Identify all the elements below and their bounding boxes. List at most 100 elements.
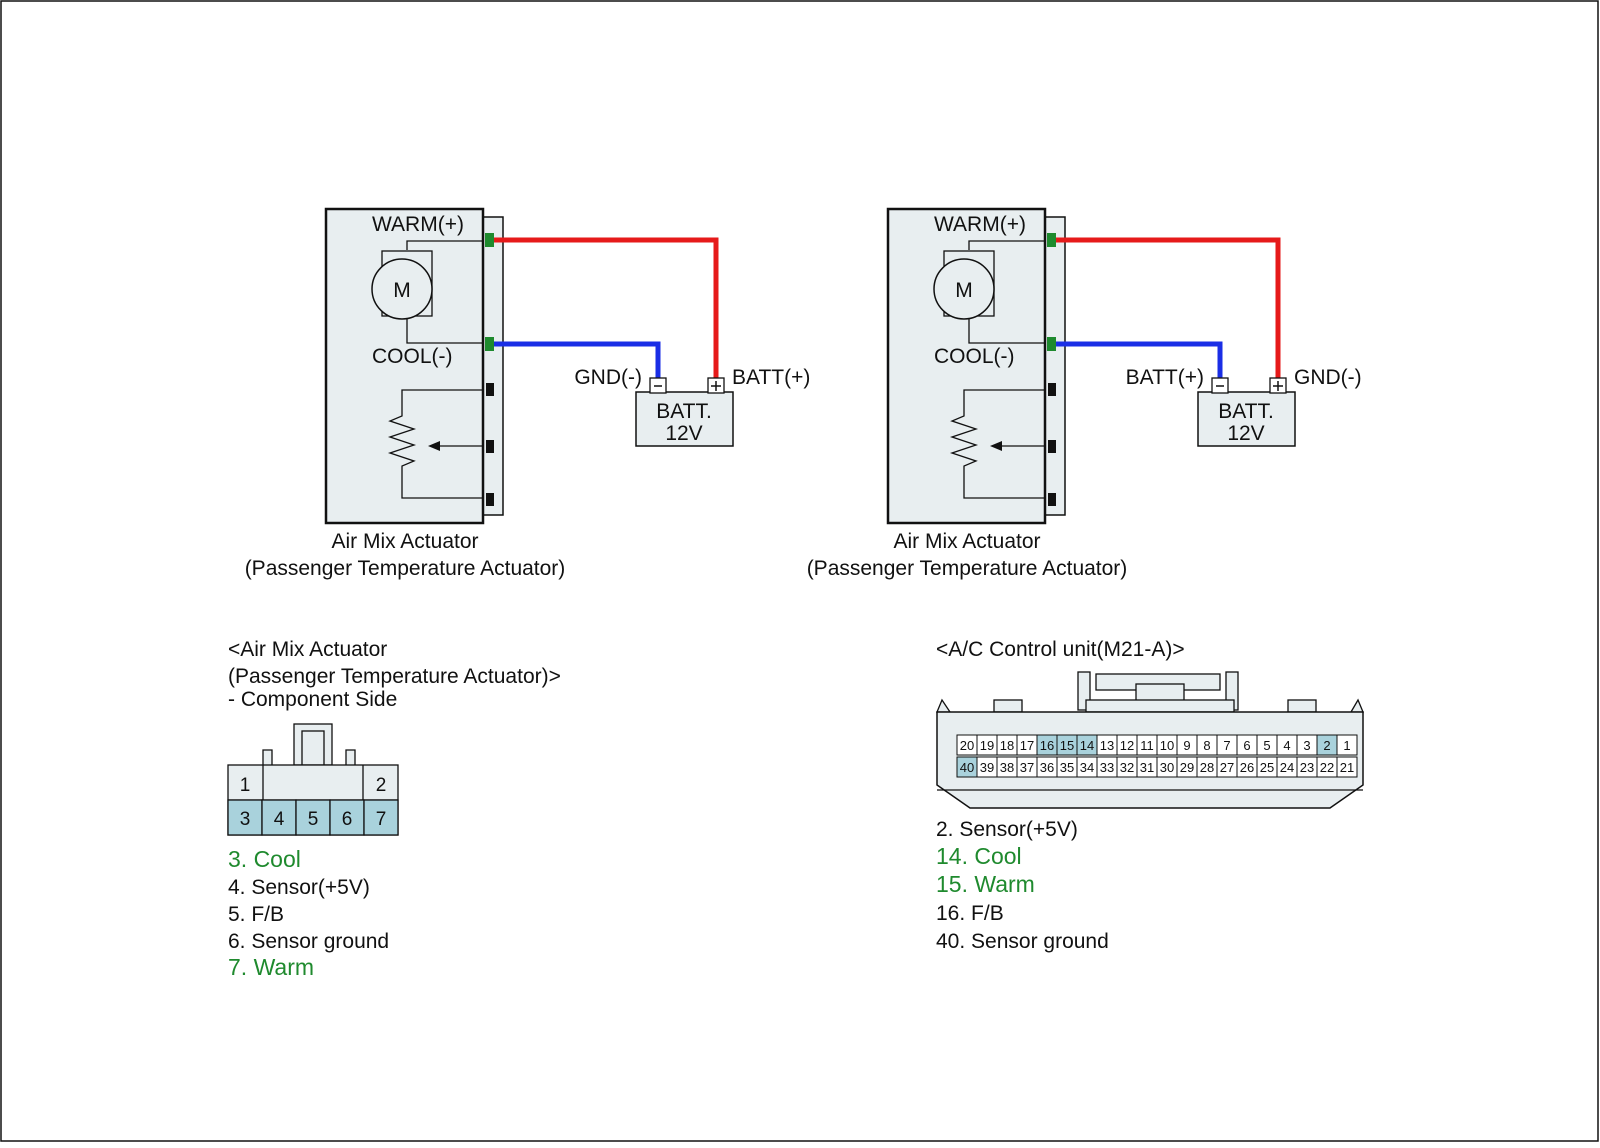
actuator-connector-section: <Air Mix Actuator (Passenger Temperature… [227, 638, 561, 980]
battery [1197, 391, 1296, 447]
control-unit-title: <A/C Control unit(M21-A)> [936, 638, 1185, 661]
pin-23: 23 [1300, 760, 1314, 775]
pin-32: 32 [1120, 760, 1134, 775]
pin-22: 22 [1320, 760, 1334, 775]
pos-terminal-label: BATT(+) [732, 366, 810, 389]
connector-tab-right [345, 749, 356, 765]
legend-item: 40. Sensor ground [936, 930, 1109, 953]
left-actuator-diagram: WARM(+) M COOL(-) GND(-) BATT(+) BATT. 1… [245, 207, 810, 580]
pin-6: 6 [342, 809, 353, 830]
pin-29: 29 [1180, 760, 1194, 775]
warm-label: WARM(+) [934, 213, 1026, 236]
legend-item: 6. Sensor ground [228, 930, 389, 953]
warm-wire [494, 237, 719, 378]
sensor-terminal-1 [486, 383, 494, 396]
motor-label: M [955, 279, 973, 302]
motor-lead-top [968, 240, 1045, 250]
pin-cell-1 [1336, 734, 1358, 756]
pin-37: 37 [1020, 760, 1034, 775]
pin-4: 4 [274, 809, 285, 830]
sensor-terminal-3 [486, 493, 494, 506]
warm-terminal [1047, 233, 1056, 247]
battery-label: BATT. [1218, 400, 1274, 423]
pin-cell-21 [1336, 756, 1358, 778]
pin-17: 17 [1020, 738, 1034, 753]
legend-item: 15. Warm [936, 871, 1035, 897]
pin-7: 7 [1223, 738, 1230, 753]
pin-39: 39 [980, 760, 994, 775]
latch-base [1085, 699, 1235, 713]
pin-40: 40 [960, 760, 974, 775]
side-tab-right [1287, 699, 1317, 713]
battery-label: BATT. [656, 400, 712, 423]
pin-2: 2 [376, 775, 387, 796]
actuator-caption-1: Air Mix Actuator [893, 530, 1040, 553]
pin-1: 1 [1343, 738, 1350, 753]
wiper-arrow [990, 441, 1002, 451]
pin-5: 5 [308, 809, 319, 830]
pin-9: 9 [1183, 738, 1190, 753]
sensor-terminal-2 [1048, 440, 1056, 453]
legend-item: 16. F/B [936, 902, 1004, 925]
pin-34: 34 [1080, 760, 1094, 775]
pin-5: 5 [1263, 738, 1270, 753]
actuator-caption-1: Air Mix Actuator [331, 530, 478, 553]
connector-title-3: - Component Side [228, 688, 397, 711]
warm-label: WARM(+) [372, 213, 464, 236]
cool-wire [494, 341, 661, 378]
pin-15: 15 [1060, 738, 1074, 753]
pin-20: 20 [960, 738, 974, 753]
neg-terminal-label: BATT(+) [1126, 366, 1204, 389]
actuator-caption-2: (Passenger Temperature Actuator) [245, 557, 566, 580]
pin-16: 16 [1040, 738, 1054, 753]
cool-label: COOL(-) [372, 345, 453, 368]
motor-lead-top [406, 240, 483, 250]
pin-36: 36 [1040, 760, 1054, 775]
pin-2: 2 [1323, 738, 1330, 753]
potentiometer-resistor [949, 389, 1045, 499]
legend-item: 5. F/B [228, 903, 284, 926]
motor-lead-bottom [406, 317, 483, 344]
pin-25: 25 [1260, 760, 1274, 775]
pin-cell-6 [329, 799, 365, 836]
pin-8: 8 [1203, 738, 1210, 753]
battery [635, 391, 734, 447]
pin-12: 12 [1120, 738, 1134, 753]
legend-item: 2. Sensor(+5V) [936, 818, 1078, 841]
pin-4: 4 [1283, 738, 1290, 753]
pin-19: 19 [980, 738, 994, 753]
neg-terminal-label: GND(-) [574, 366, 642, 389]
connector-title-2: (Passenger Temperature Actuator)> [228, 665, 561, 688]
battery-voltage: 12V [1227, 422, 1264, 445]
pin-21: 21 [1340, 760, 1354, 775]
legend-item: 14. Cool [936, 843, 1022, 869]
pin-13: 13 [1100, 738, 1114, 753]
legend-item: 3. Cool [228, 846, 301, 872]
cool-label: COOL(-) [934, 345, 1015, 368]
battery-voltage: 12V [665, 422, 702, 445]
pin-10: 10 [1160, 738, 1174, 753]
pin-3: 3 [1303, 738, 1310, 753]
sensor-terminal-1 [1048, 383, 1056, 396]
pin-38: 38 [1000, 760, 1014, 775]
potentiometer-resistor [387, 389, 483, 499]
pin-26: 26 [1240, 760, 1254, 775]
pin-1: 1 [240, 775, 251, 796]
motor-lead-bottom [968, 317, 1045, 344]
sensor-terminal-2 [486, 440, 494, 453]
right-actuator-diagram: WARM(+) M COOL(-) BATT(+) GND(-) BATT. 1… [807, 207, 1362, 580]
connector-tab-left [262, 749, 273, 765]
pin-18: 18 [1000, 738, 1014, 753]
pos-terminal-label: GND(-) [1294, 366, 1362, 389]
cool-terminal [485, 337, 494, 351]
pin-cell-5 [295, 799, 331, 836]
pin-3: 3 [240, 809, 251, 830]
sensor-terminal-3 [1048, 493, 1056, 506]
pin-6: 6 [1243, 738, 1250, 753]
